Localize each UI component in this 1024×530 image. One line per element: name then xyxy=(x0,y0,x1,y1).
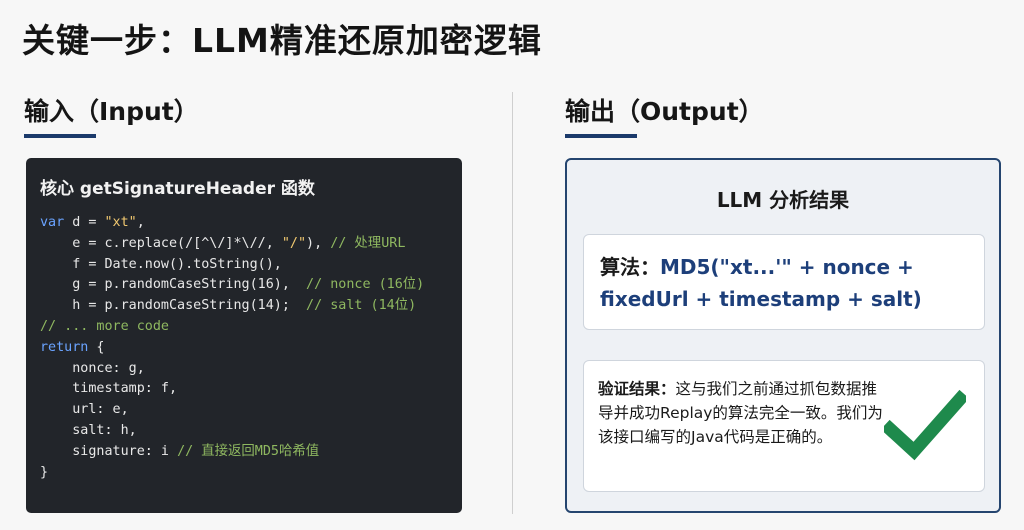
code-line-9: timestamp: f, xyxy=(40,381,178,397)
code-text: signature: i xyxy=(40,443,178,459)
code-line-4: g = p.randomCaseString(16), // nonce (16… xyxy=(40,275,448,296)
input-heading-underline xyxy=(24,134,96,138)
code-text: e = c.replace(/[^\/]*\//, xyxy=(40,235,282,251)
page-title: 关键一步：LLM精准还原加密逻辑 xyxy=(22,21,542,60)
code-panel: 核心 getSignatureHeader 函数 var d = "xt", e… xyxy=(26,158,462,513)
algorithm-label: 算法： xyxy=(600,255,660,279)
code-string: "xt" xyxy=(104,215,137,230)
output-heading: 输出（Output） xyxy=(565,92,764,138)
verification-text: 验证结果：这与我们之前通过抓包数据推导并成功Replay的算法完全一致。我们为该… xyxy=(598,377,883,449)
input-heading: 输入（Input） xyxy=(24,92,199,138)
code-text: { xyxy=(88,339,105,355)
code-text: g = p.randomCaseString(16), xyxy=(40,277,307,293)
code-line-8: nonce: g, xyxy=(40,360,145,376)
code-line-6: // ... more code xyxy=(40,317,448,338)
code-line-12: signature: i // 直接返回MD5哈希值 xyxy=(40,442,448,463)
code-line-7: return { xyxy=(40,338,448,359)
code-comment: // 直接返回MD5哈希值 xyxy=(177,443,320,459)
algorithm-card: 算法：MD5("xt...'" + nonce + fixedUrl + tim… xyxy=(583,234,985,330)
code-comment: // salt (14位) xyxy=(306,298,417,314)
verification-card: 验证结果：这与我们之前通过抓包数据推导并成功Replay的算法完全一致。我们为该… xyxy=(583,360,985,492)
code-line-3: f = Date.now().toString(), xyxy=(40,256,282,272)
code-text: ), xyxy=(306,235,331,251)
output-panel-title: LLM 分析结果 xyxy=(716,188,850,212)
algorithm-text: 算法：MD5("xt...'" + nonce + fixedUrl + tim… xyxy=(600,251,968,315)
code-string: "/" xyxy=(281,235,307,251)
code-line-2: e = c.replace(/[^\/]*\//, "/"), // 处理URL xyxy=(40,234,448,255)
code-comment: // 处理URL xyxy=(330,235,406,251)
verification-body: 这与我们之前通过抓包数据推导并成功Replay的算法完全一致。我们为该接口编写的… xyxy=(598,380,883,446)
column-divider xyxy=(512,92,513,514)
code-text: h = p.randomCaseString(14); xyxy=(40,298,307,314)
algorithm-value: MD5("xt...'" + nonce + fixedUrl + timest… xyxy=(600,255,922,311)
code-keyword: return xyxy=(40,339,89,355)
code-text: , xyxy=(136,215,145,230)
code-block: var d = "xt", e = c.replace(/[^\/]*\//, … xyxy=(40,213,448,483)
code-comment: // ... more code xyxy=(40,318,169,334)
input-heading-text: 输入（Input） xyxy=(24,97,199,126)
code-panel-title: 核心 getSignatureHeader 函数 xyxy=(40,179,315,199)
code-comment: // nonce (16位) xyxy=(306,277,425,293)
output-heading-text: 输出（Output） xyxy=(565,97,764,126)
output-heading-underline xyxy=(565,134,637,138)
output-panel: LLM 分析结果 算法：MD5("xt...'" + nonce + fixed… xyxy=(565,158,1001,513)
code-line-1: var d = "xt", xyxy=(40,213,448,234)
verification-label: 验证结果： xyxy=(598,380,676,398)
code-keyword: var xyxy=(40,215,65,230)
code-line-10: url: e, xyxy=(40,402,129,418)
code-line-5: h = p.randomCaseString(14); // salt (14位… xyxy=(40,296,448,317)
code-text: d = xyxy=(64,215,105,230)
code-line-11: salt: h, xyxy=(40,422,137,438)
code-line-13: } xyxy=(40,464,49,480)
checkmark-icon xyxy=(884,389,966,461)
